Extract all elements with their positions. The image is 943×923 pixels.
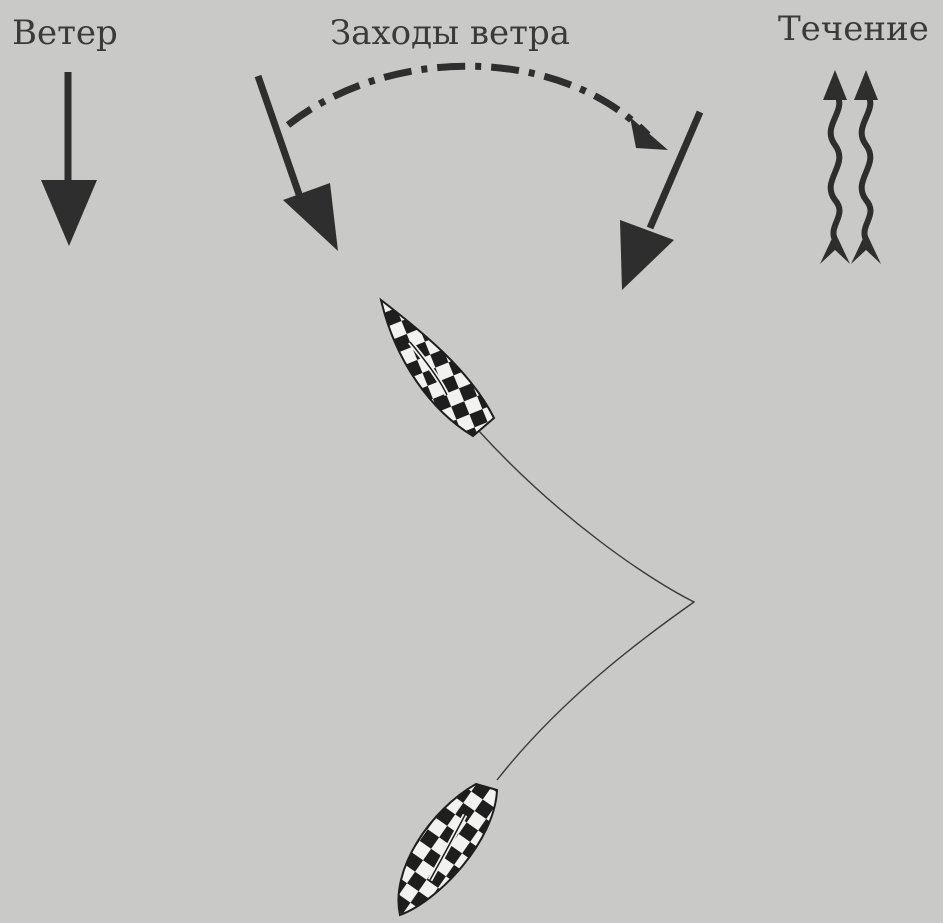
boat-icon-bottom (398, 784, 497, 915)
current-arrow-icon-left (820, 70, 850, 264)
current-label: Течение (778, 9, 929, 49)
wind-arrow-icon (41, 72, 97, 246)
boat-track-line (478, 430, 694, 780)
wind-shift-arc-icon (288, 66, 668, 150)
wind-shift-left-arrow-icon (258, 76, 338, 251)
wind-label: Ветер (12, 13, 118, 53)
boat-icon-top (381, 300, 494, 436)
wind-shift-right-arrow-icon (620, 112, 700, 290)
wind-shifts-label: Заходы ветра (330, 13, 570, 53)
current-arrow-icon-right (851, 70, 881, 264)
